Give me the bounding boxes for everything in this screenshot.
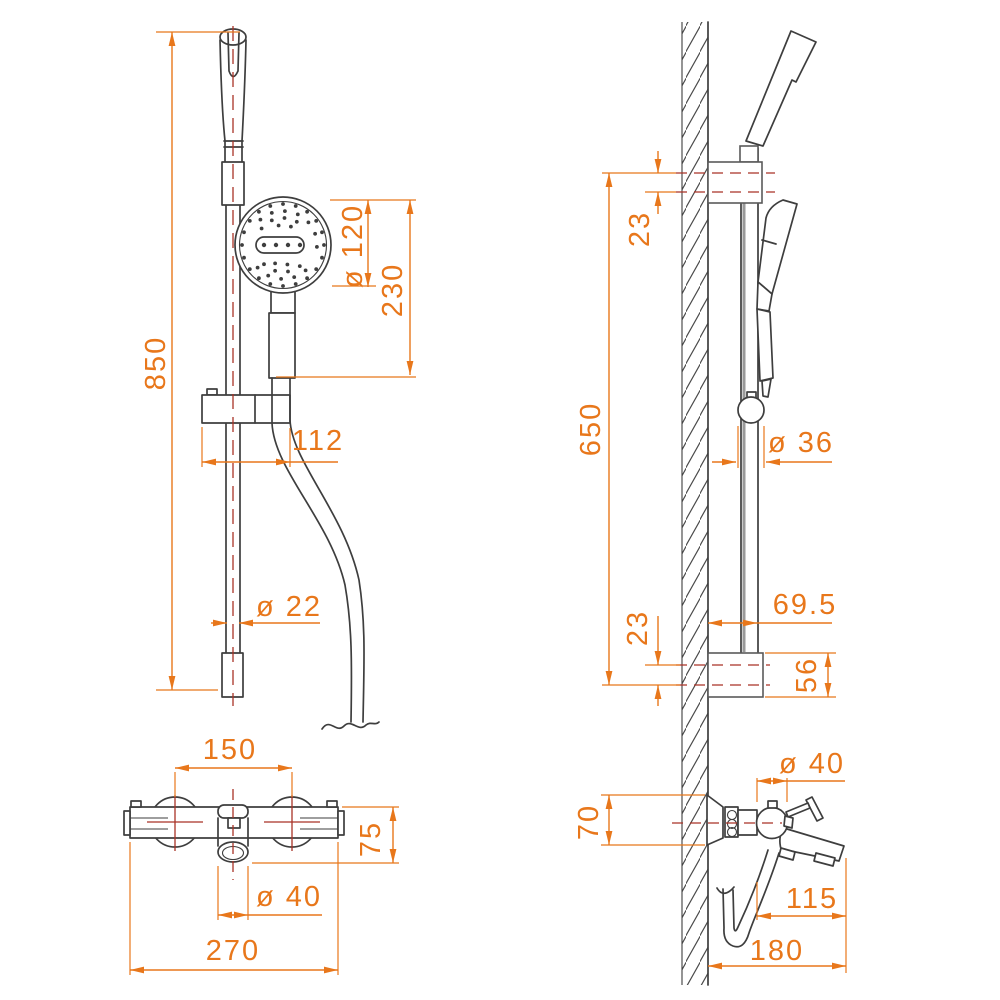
slider-knob-side bbox=[737, 396, 765, 424]
hose-cone-side bbox=[756, 308, 774, 382]
shower-hose-front bbox=[271, 377, 380, 730]
dim-mixer-body-height: 75 bbox=[355, 821, 387, 857]
dim-wall-clearance: 69.5 bbox=[773, 589, 837, 621]
dim-fixing-centers: 650 bbox=[575, 402, 607, 456]
spout-aerator bbox=[813, 852, 836, 867]
dim-holder-width: 112 bbox=[292, 425, 344, 457]
mixer-lever-bar bbox=[805, 796, 824, 822]
dim-top-fixing-offset: 23 bbox=[624, 211, 656, 247]
wall-hatch bbox=[682, 22, 708, 985]
top-fixing-centerlines bbox=[676, 172, 775, 193]
side-view: 23 650 ø 36 69.5 23 56 7 bbox=[573, 21, 847, 986]
shower-rail-side bbox=[676, 30, 817, 698]
dim-spout-reach: 115 bbox=[786, 883, 838, 915]
mixer-hose-side bbox=[716, 849, 780, 948]
head-slot bbox=[255, 236, 305, 254]
dim-mixer-body-diameter: ø 40 bbox=[779, 748, 845, 780]
wall-escutcheon bbox=[706, 794, 724, 846]
shower-head-front bbox=[234, 196, 332, 379]
mixer-side bbox=[672, 794, 845, 948]
dim-bottom-fixing-offset: 23 bbox=[622, 610, 654, 646]
side-dimensions: 23 650 ø 36 69.5 23 56 7 bbox=[573, 151, 847, 973]
handset-head-side bbox=[757, 199, 798, 295]
valve-centerlines bbox=[174, 795, 293, 851]
hose-cone bbox=[268, 312, 296, 379]
mixer-front bbox=[123, 789, 345, 880]
mixer-lever-arm bbox=[785, 802, 811, 818]
front-dimensions: 850 ø 120 230 112 ø 22 150 75 bbox=[129, 31, 416, 975]
dim-handset-length: 230 bbox=[377, 263, 409, 317]
dim-mixer-depth: 180 bbox=[750, 935, 804, 967]
dim-escutcheon-height: 70 bbox=[573, 804, 605, 840]
top-holder-cup bbox=[739, 145, 759, 163]
wall-section bbox=[681, 21, 709, 986]
dim-bottom-bracket-height: 56 bbox=[791, 657, 823, 693]
hose-break-line bbox=[321, 721, 380, 730]
dim-rail-tube-diameter: ø 22 bbox=[256, 591, 322, 623]
dim-head-diameter: ø 120 bbox=[337, 204, 369, 288]
bottom-wall-bracket bbox=[707, 652, 764, 698]
handset-handle-side bbox=[745, 30, 817, 147]
dim-mixer-width: 270 bbox=[206, 935, 260, 967]
top-wall-bracket bbox=[707, 161, 763, 204]
dim-rail-height: 850 bbox=[140, 336, 172, 390]
nozzle-dots bbox=[240, 202, 326, 288]
front-view: 850 ø 120 230 112 ø 22 150 75 bbox=[123, 26, 416, 975]
slider-bracket-front bbox=[201, 388, 291, 424]
bottom-fixing-centerlines bbox=[676, 664, 770, 686]
dim-valve-centers: 150 bbox=[203, 734, 257, 766]
dim-spout-diameter-front: ø 40 bbox=[256, 881, 322, 913]
dim-slider-diameter: ø 36 bbox=[768, 427, 834, 459]
